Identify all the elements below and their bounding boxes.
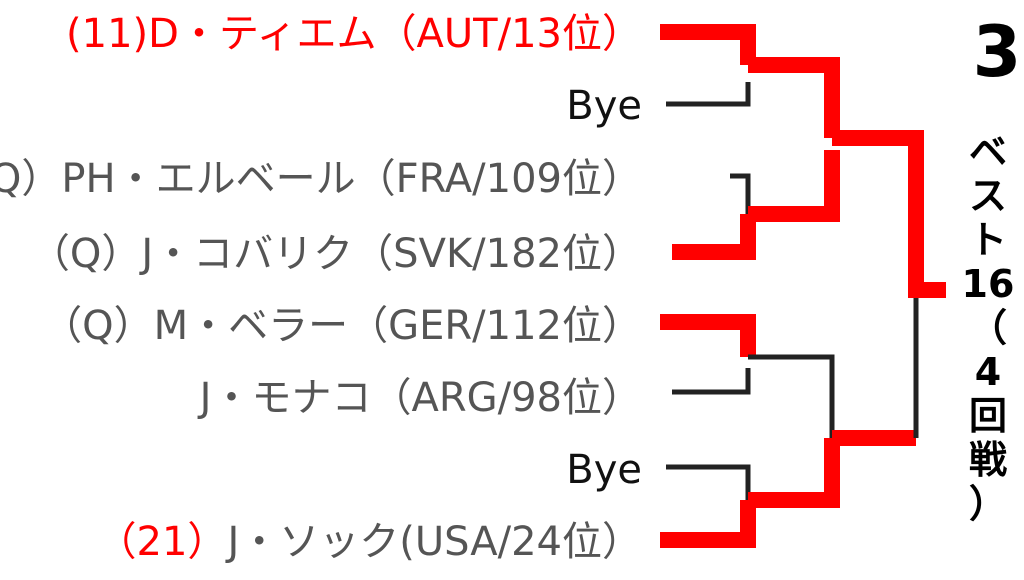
line-r2-w3	[748, 354, 835, 438]
player-name: （Q）M・ベラー（GER/112位）	[42, 303, 642, 349]
line-r2-w2	[748, 150, 840, 222]
player-thiem: (11)D・ティエム（AUT/13位）	[66, 10, 642, 58]
line-r1-p7	[666, 464, 751, 500]
round-label-char: ト	[968, 218, 1007, 262]
player-beller: （Q）M・ベラー（GER/112位）	[42, 302, 642, 350]
player-seed: (11)	[66, 11, 149, 57]
player-name: （Q）PH・エルベール（FRA/109位）	[0, 156, 642, 202]
player-name: Bye	[566, 447, 642, 493]
player-bye-1: Bye	[566, 82, 642, 130]
line-r1-p8	[660, 500, 756, 548]
line-r2-w4	[748, 438, 840, 508]
round-label-char: 回	[968, 394, 1007, 438]
round-label-char: 4	[974, 350, 1002, 394]
round-label: ベ ス ト 16 （ 4 回 戦 ）	[958, 130, 1018, 526]
player-name: D・ティエム（AUT/13位）	[148, 11, 642, 57]
line-r1-p3	[730, 173, 751, 214]
player-herbert: （Q）PH・エルベール（FRA/109位）	[0, 155, 642, 203]
player-bye-2: Bye	[566, 446, 642, 494]
line-r1-p1	[660, 24, 756, 65]
player-sock: （21）J・ソック(USA/24位）	[97, 518, 642, 566]
player-monaco: J・モナコ（ARG/98位）	[200, 374, 642, 422]
player-name: （Q）J・コバリク（SVK/182位）	[29, 231, 642, 277]
round-label-char: 16	[961, 262, 1015, 306]
round-label-char: ベ	[968, 130, 1007, 174]
line-r1-p5	[660, 314, 756, 357]
line-r3-top	[832, 130, 946, 298]
player-name: Bye	[566, 83, 642, 129]
round-label-char: ス	[968, 174, 1007, 218]
line-r1-p6	[672, 368, 751, 395]
round-label-char: 戦	[968, 438, 1007, 482]
player-name: J・ソック(USA/24位）	[227, 519, 642, 565]
player-kovalik: （Q）J・コバリク（SVK/182位）	[30, 230, 642, 278]
round-label-char: （	[968, 306, 1007, 350]
section-number: 3	[972, 11, 1022, 93]
line-r1-p4	[672, 214, 756, 260]
player-seed: （21）	[96, 519, 228, 565]
player-name: J・モナコ（ARG/98位）	[199, 375, 642, 421]
line-r1-p2	[666, 82, 751, 107]
line-r2-w1	[748, 57, 840, 138]
round-label-char: ）	[968, 482, 1007, 526]
